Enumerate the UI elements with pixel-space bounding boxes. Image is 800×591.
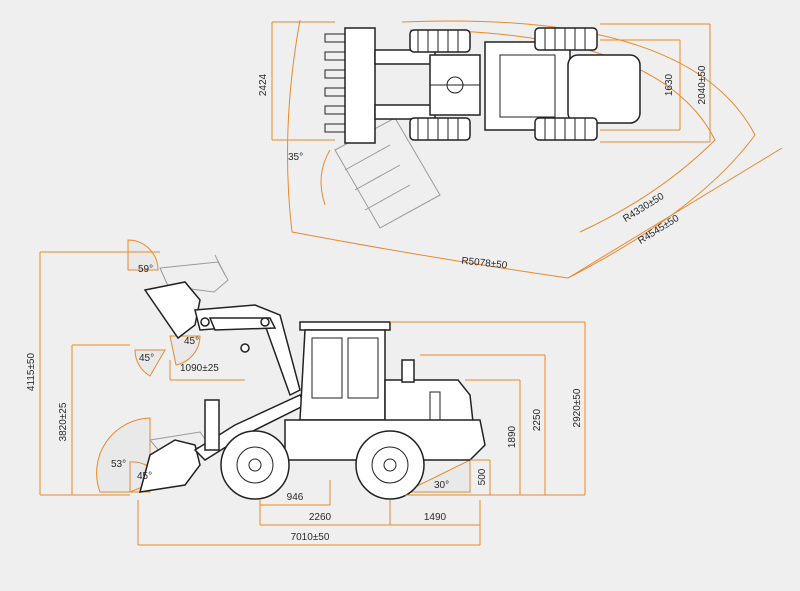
exhaust <box>401 359 415 383</box>
roof <box>299 321 391 331</box>
bucket-teeth <box>324 33 346 133</box>
label-angle-45-low: 45° <box>137 471 152 482</box>
rear-body-top <box>484 41 571 131</box>
top-view: 2424 35° 1630 2040±50 R4330±50 R4545±50 … <box>258 19 783 279</box>
label-4115: 4115±50 <box>26 353 37 392</box>
wedge-59 <box>127 239 159 271</box>
label-1630: 1630 <box>664 73 675 96</box>
label-946: 946 <box>287 492 304 503</box>
arc-r4545 <box>401 20 756 279</box>
lower-link <box>204 399 220 451</box>
label-2040: 2040±50 <box>697 65 708 104</box>
front-tire-right <box>409 117 471 141</box>
wedge-45-upper <box>169 335 201 366</box>
label-angle-53: 53° <box>111 459 126 470</box>
label-angle-45-mid: 45° <box>139 353 154 364</box>
rear-tire-right <box>534 117 598 141</box>
label-r4545: R4545±50 <box>636 213 681 247</box>
label-1490: 1490 <box>424 512 447 523</box>
label-7010: 7010±50 <box>291 532 330 543</box>
wedge-45-mid <box>134 349 166 377</box>
arc-r4330 <box>409 29 716 233</box>
label-500: 500 <box>477 468 488 485</box>
label-angle-45-upper: 45° <box>184 336 199 347</box>
counterweight-top <box>567 54 641 124</box>
front-wheel <box>220 430 290 500</box>
tilt-link <box>208 317 277 331</box>
arm-lower <box>374 104 436 120</box>
arc-r5078 <box>287 19 569 279</box>
bucket-top <box>344 27 376 144</box>
label-angle-59: 59° <box>138 264 153 275</box>
label-2260: 2260 <box>309 512 332 523</box>
label-2250: 2250 <box>532 408 543 431</box>
label-1890: 1890 <box>507 425 518 448</box>
label-r4330: R4330±50 <box>621 191 666 225</box>
front-tire-left <box>409 29 471 53</box>
rear-tire-left <box>534 27 598 51</box>
bucket-lowered <box>138 439 201 493</box>
label-r5078: R5078±50 <box>461 256 508 272</box>
arc-35 <box>320 149 331 206</box>
label-2424: 2424 <box>258 73 269 96</box>
label-angle-30: 30° <box>434 480 449 491</box>
label-1090: 1090±25 <box>180 363 219 374</box>
bucket-raised <box>143 281 201 340</box>
label-2920: 2920±50 <box>572 388 583 427</box>
wedge-30 <box>404 459 471 493</box>
side-view: 59° 45° 45° 1090±25 4115±50 3820±25 53° … <box>26 239 586 546</box>
radius-line <box>567 147 783 279</box>
rear-wheel <box>355 430 425 500</box>
label-3820: 3820±25 <box>58 402 69 441</box>
label-angle-35: 35° <box>288 152 303 163</box>
